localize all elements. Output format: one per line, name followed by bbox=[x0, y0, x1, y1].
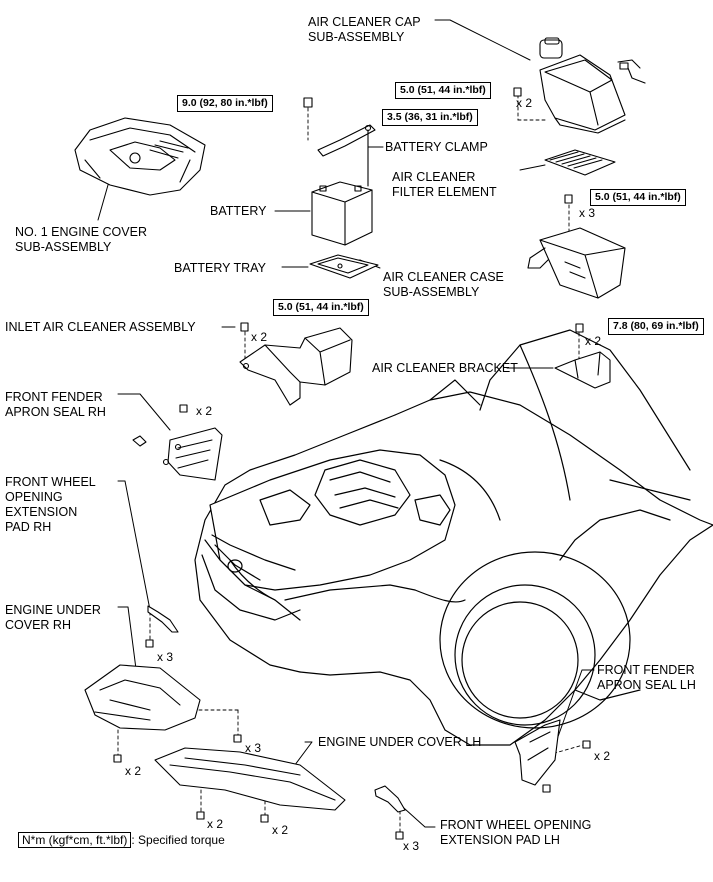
label-battery-tray: BATTERY TRAY bbox=[174, 261, 266, 275]
label-front-fender-apron-lh: FRONT FENDER APRON SEAL LH bbox=[597, 663, 696, 692]
torque-cap: 5.0 (51, 44 in.*lbf) bbox=[395, 82, 491, 99]
label-engine-under-cover-rh: ENGINE UNDER COVER RH bbox=[5, 603, 101, 632]
qty-under-rh-left: x 2 bbox=[125, 764, 142, 778]
inlet-air-cleaner-part bbox=[239, 322, 353, 406]
torque-clamp-nut: 3.5 (36, 31 in.*lbf) bbox=[382, 109, 478, 126]
engine-cover-part bbox=[74, 117, 206, 196]
label-inlet-air-cleaner: INLET AIR CLEANER ASSEMBLY bbox=[5, 320, 196, 334]
legend-unit-box: N*m (kgf*cm, ft.*lbf) bbox=[18, 832, 132, 848]
label-air-cleaner-cap: AIR CLEANER CAP SUB-ASSEMBLY bbox=[308, 15, 421, 44]
torque-clamp-bolt: 9.0 (92, 80 in.*lbf) bbox=[177, 95, 273, 112]
torque-bracket: 7.8 (80, 69 in.*lbf) bbox=[608, 318, 704, 335]
battery-clamp-part bbox=[303, 97, 376, 187]
label-front-wheel-pad-rh: FRONT WHEEL OPENING EXTENSION PAD RH bbox=[5, 475, 96, 534]
label-air-cleaner-filter: AIR CLEANER FILTER ELEMENT bbox=[392, 170, 497, 199]
vehicle-front-outline bbox=[194, 329, 713, 746]
label-engine-under-cover-lh: ENGINE UNDER COVER LH bbox=[318, 735, 482, 749]
label-front-wheel-pad-lh: FRONT WHEEL OPENING EXTENSION PAD LH bbox=[440, 818, 592, 847]
qty-under-lh-b: x 2 bbox=[272, 823, 289, 837]
wheel-pad-rh-part bbox=[145, 605, 179, 648]
label-battery-clamp: BATTERY CLAMP bbox=[385, 140, 488, 154]
qty-under-rh-center: x 3 bbox=[245, 741, 262, 755]
label-engine-cover: NO. 1 ENGINE COVER SUB-ASSEMBLY bbox=[15, 225, 147, 254]
label-air-cleaner-case: AIR CLEANER CASE SUB-ASSEMBLY bbox=[383, 270, 504, 299]
fender-apron-rh-part bbox=[132, 404, 223, 481]
label-air-cleaner-bracket: AIR CLEANER BRACKET bbox=[372, 361, 518, 375]
air-filter-element-part bbox=[544, 149, 616, 176]
battery-part bbox=[311, 181, 373, 246]
qty-cap: x 2 bbox=[516, 96, 533, 110]
engine-under-cover-rh-part bbox=[84, 664, 242, 763]
air-cleaner-bracket-part bbox=[554, 323, 611, 389]
label-front-fender-apron-rh: FRONT FENDER APRON SEAL RH bbox=[5, 390, 106, 419]
battery-tray-part bbox=[309, 254, 379, 279]
engine-under-cover-lh-part bbox=[154, 747, 346, 823]
air-cleaner-case-part bbox=[527, 194, 626, 299]
torque-legend: N*m (kgf*cm, ft.*lbf): Specified torque bbox=[18, 832, 225, 848]
qty-inlet: x 2 bbox=[251, 330, 268, 344]
qty-case: x 3 bbox=[579, 206, 596, 220]
qty-pad-rh: x 3 bbox=[157, 650, 174, 664]
qty-under-lh-a: x 2 bbox=[207, 817, 224, 831]
qty-fender-rh: x 2 bbox=[196, 404, 213, 418]
label-battery: BATTERY bbox=[210, 204, 267, 218]
torque-inlet: 5.0 (51, 44 in.*lbf) bbox=[273, 299, 369, 316]
qty-bracket: x 2 bbox=[585, 334, 602, 348]
legend-text: : Specified torque bbox=[131, 833, 225, 847]
wheel-pad-lh-part bbox=[374, 785, 406, 840]
qty-pad-lh: x 3 bbox=[403, 839, 420, 853]
fender-apron-lh-part bbox=[514, 719, 591, 793]
torque-case: 5.0 (51, 44 in.*lbf) bbox=[590, 189, 686, 206]
air-cleaner-cap-part bbox=[513, 37, 646, 134]
qty-fender-lh: x 2 bbox=[594, 749, 611, 763]
